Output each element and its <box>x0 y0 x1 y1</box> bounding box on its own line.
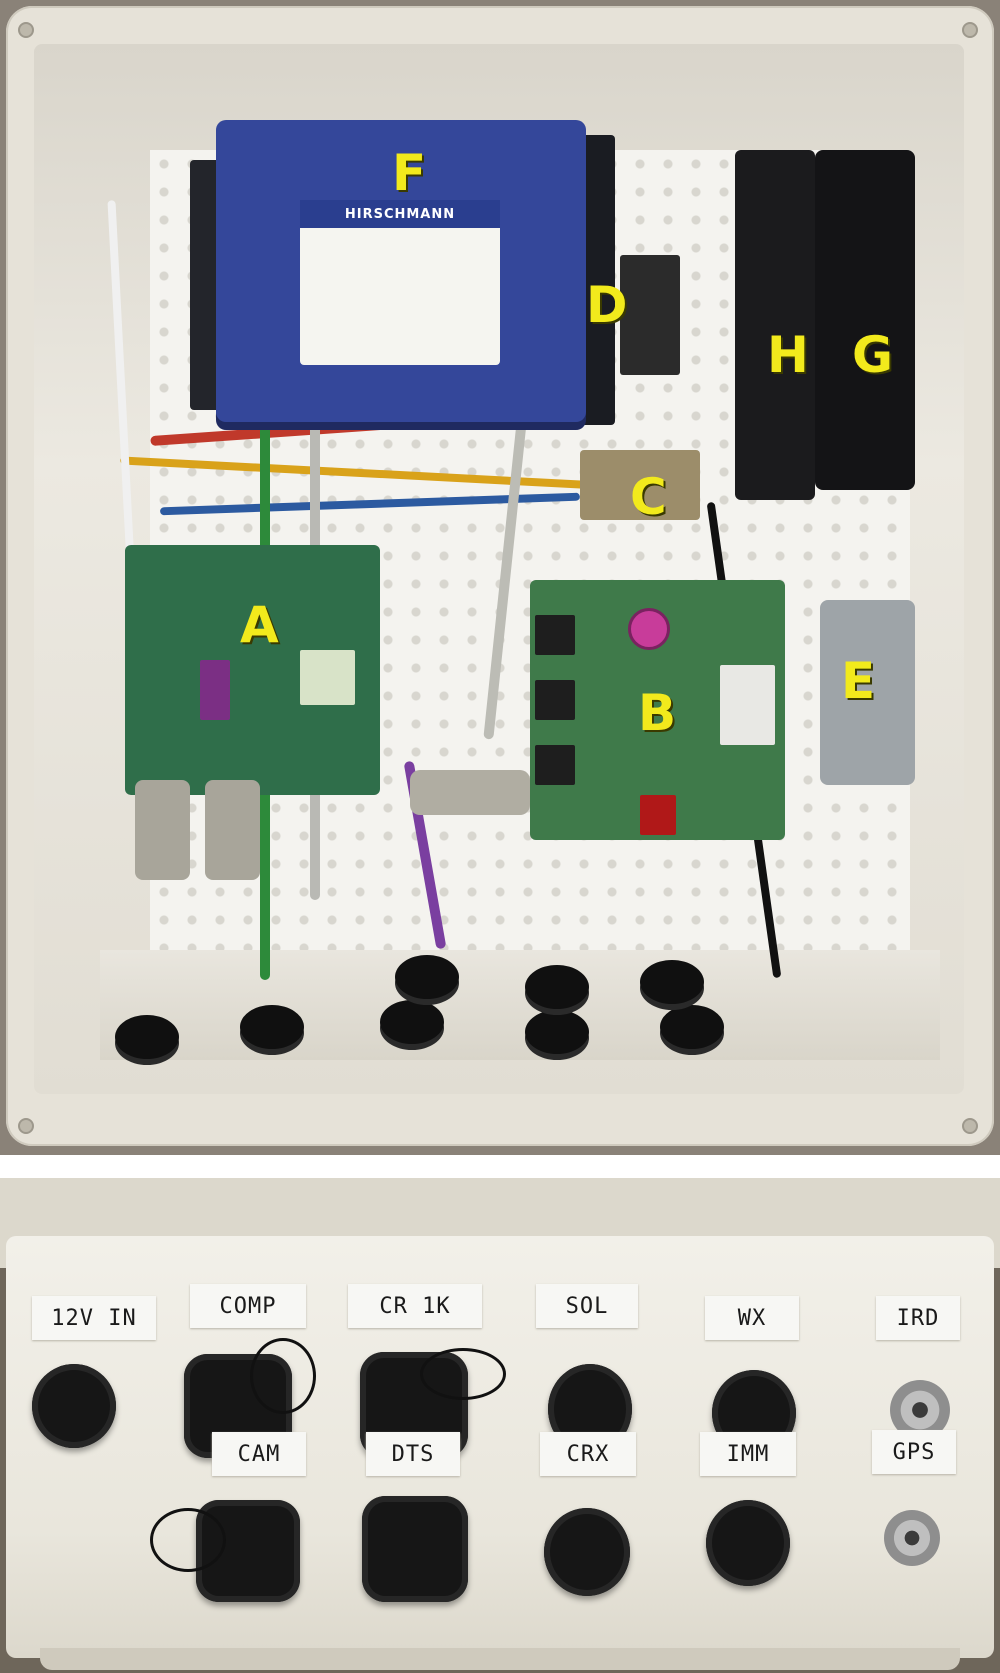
board-capacitor <box>200 660 230 720</box>
cap-lanyard <box>420 1348 506 1400</box>
enclosure-port-panel-photo: 12V IN COMP CR 1K SOL WX IRD CAM DTS CRX… <box>0 1178 1000 1673</box>
cable-gland <box>640 960 704 1004</box>
connector-12v-in <box>32 1364 116 1448</box>
connector-dts <box>362 1496 468 1602</box>
sd-card <box>640 795 676 835</box>
component-label-f: F <box>392 144 427 202</box>
port-label-crx: CRX <box>540 1432 636 1476</box>
db9-connector <box>135 780 190 880</box>
component-label-e: E <box>841 652 876 710</box>
power-supply-e <box>820 600 915 785</box>
corner-screw <box>18 22 34 38</box>
board-connector <box>535 745 575 785</box>
cable-gland <box>115 1015 179 1059</box>
connector-imm <box>706 1500 790 1586</box>
board-module <box>720 665 775 745</box>
component-label-c: C <box>630 468 667 526</box>
module-h <box>735 150 815 500</box>
port-label-sol: SOL <box>536 1284 638 1328</box>
port-label-comp: COMP <box>190 1284 306 1328</box>
component-label-b: B <box>638 684 677 742</box>
port-label-dts: DTS <box>366 1432 460 1476</box>
corner-screw <box>18 1118 34 1134</box>
board-battery <box>628 608 670 650</box>
component-label-h: H <box>767 326 809 384</box>
coax-connector-gps <box>884 1510 940 1566</box>
port-panel-face <box>6 1236 994 1658</box>
cable-gland <box>240 1005 304 1049</box>
port-label-wx: WX <box>705 1296 799 1340</box>
component-label-g: G <box>852 326 894 384</box>
module-g <box>815 150 915 490</box>
cable-gland <box>525 965 589 1009</box>
port-label-12v-in: 12V IN <box>32 1296 156 1340</box>
enclosure-floor <box>100 950 940 1060</box>
db9-connector <box>205 780 260 880</box>
db9-cable-plug <box>410 770 530 815</box>
cable-gland <box>660 1005 724 1049</box>
switch-heatsink <box>190 160 220 410</box>
port-label-cam: CAM <box>212 1432 306 1476</box>
cable-gland <box>525 1010 589 1054</box>
board-connector <box>535 615 575 655</box>
cable-gland <box>395 955 459 999</box>
cable-gland <box>380 1000 444 1044</box>
component-label-a: A <box>240 596 279 654</box>
terminal-block-d <box>620 255 680 375</box>
connector-crx <box>544 1508 630 1596</box>
cap-lanyard <box>250 1338 316 1414</box>
port-label-cr-1k: CR 1K <box>348 1284 482 1328</box>
panel-lip <box>40 1648 960 1670</box>
board-sticker <box>300 650 355 705</box>
port-label-gps: GPS <box>872 1430 956 1474</box>
corner-screw <box>962 1118 978 1134</box>
cap-lanyard <box>150 1508 226 1572</box>
enclosure-interior-photo: HIRSCHMANN A B C D E F G H <box>0 0 1000 1155</box>
component-label-d: D <box>586 276 628 334</box>
corner-screw <box>962 22 978 38</box>
port-label-imm: IMM <box>700 1432 796 1476</box>
switch-brand: HIRSCHMANN <box>300 200 500 228</box>
relay-module-c <box>580 450 700 520</box>
board-connector <box>535 680 575 720</box>
port-label-ird: IRD <box>876 1296 960 1340</box>
